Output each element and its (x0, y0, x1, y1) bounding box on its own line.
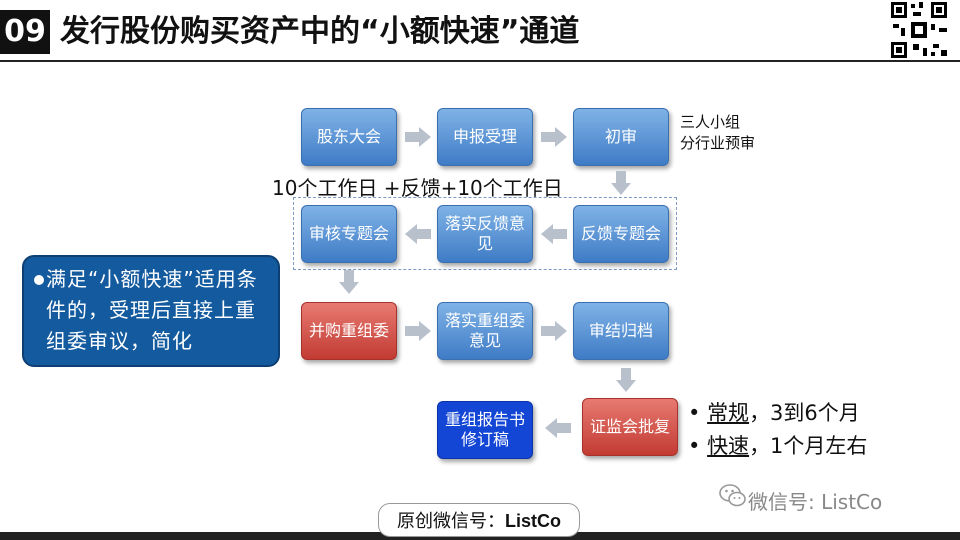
timeline-label: 10个工作日 +反馈+10个工作日 (272, 176, 563, 200)
bullet-text: ，1个月左右 (749, 434, 868, 458)
flow-step-close-and-archive: 审结归档 (573, 302, 669, 360)
bullet-marker: • (688, 401, 708, 425)
bullet-fast: • 快速，1个月左右 (688, 430, 867, 463)
flow-step-revised-report: 重组报告书修订稿 (437, 401, 533, 459)
review-note: 三人小组 分行业预审 (680, 113, 756, 152)
flow-step-label: 初审 (604, 127, 637, 146)
flow-step-label: 审结归档 (588, 321, 653, 340)
arrow-right-icon (405, 321, 431, 341)
flow-step-label: 重组报告书修订稿 (444, 410, 525, 449)
bullet-marker: • (688, 434, 708, 458)
flow-step-restructuring-committee: 并购重组委 (301, 302, 397, 360)
section-number: 09 (0, 10, 50, 54)
timing-bullets: • 常规，3到6个月 • 快速，1个月左右 (688, 397, 867, 463)
flow-step-filing-accepted: 申报受理 (437, 108, 533, 166)
flow-step-label: 申报受理 (452, 127, 517, 146)
arrow-left-icon (545, 418, 571, 438)
header: 09 发行股份购买资产中的“小额快速”通道 (0, 0, 960, 64)
arrow-right-icon (405, 127, 431, 147)
bullet-icon (34, 275, 44, 285)
flow-step-csrc-approval: 证监会批复 (582, 398, 678, 456)
flow-step-label: 审核专题会 (308, 224, 389, 243)
flow-step-label: 证监会批复 (589, 417, 670, 436)
watermark: 微信号: ListCo (748, 490, 883, 514)
callout-text: 满足“小额快速”适用条件的，受理后直接上重组委审议，简化 (46, 267, 258, 353)
bullet-regular: • 常规，3到6个月 (688, 397, 867, 430)
flow-step-implement-feedback: 落实反馈意见 (437, 205, 533, 263)
flow-step-label: 反馈专题会 (580, 224, 661, 243)
arrow-down-icon (616, 368, 636, 392)
footer-prefix: 原创微信号： (397, 511, 505, 532)
arrow-right-icon (541, 127, 567, 147)
flow-step-label: 股东大会 (316, 127, 381, 146)
arrow-left-icon (541, 224, 567, 244)
bullet-text: ，3到6个月 (749, 401, 860, 425)
bullet-key: 快速 (707, 434, 750, 458)
footer-account: 原创微信号：ListCo (378, 503, 580, 537)
bullet-key: 常规 (707, 401, 750, 425)
flow-step-review-meeting: 审核专题会 (301, 205, 397, 263)
arrow-left-icon (405, 224, 431, 244)
flow-step-label: 落实重组委意见 (444, 311, 525, 350)
arrow-down-icon (339, 270, 359, 294)
page-title: 发行股份购买资产中的“小额快速”通道 (60, 14, 580, 49)
arrow-right-icon (541, 321, 567, 341)
flow-step-label: 并购重组委 (308, 321, 389, 340)
flow-step-implement-committee-opinion: 落实重组委意见 (437, 302, 533, 360)
footer-handle: ListCo (505, 511, 561, 531)
title-divider (0, 60, 960, 62)
flow-step-feedback-meeting: 反馈专题会 (573, 205, 669, 263)
feedback-loop-group (293, 197, 677, 270)
arrow-down-icon (611, 171, 631, 195)
qr-code-icon (889, 0, 949, 60)
flow-step-label: 落实反馈意见 (444, 214, 525, 253)
fast-track-callout: 满足“小额快速”适用条件的，受理后直接上重组委审议，简化 (22, 255, 280, 367)
flow-step-shareholders-meeting: 股东大会 (301, 108, 397, 166)
wechat-icon (719, 484, 746, 507)
flow-step-preliminary-review: 初审 (573, 108, 669, 166)
